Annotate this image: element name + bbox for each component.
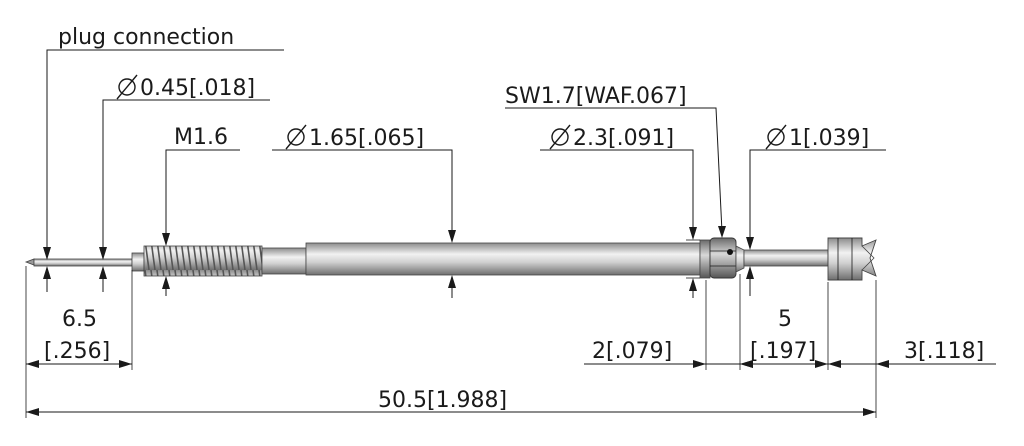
- label-len-65-a: 6.5: [62, 307, 97, 332]
- label-len-2: 2[.079]: [592, 339, 672, 364]
- callout-dia-1: 1[.039]: [746, 124, 886, 296]
- probe-part: [24, 237, 877, 281]
- label-len-65-b: [.256]: [44, 339, 110, 364]
- hex-hole: [727, 249, 733, 255]
- plug-pin: [33, 258, 133, 267]
- dim-5: 5 [.197]: [740, 307, 828, 368]
- callout-dia-23: 2.3[.091]: [540, 124, 700, 298]
- label-len-5-b: [.197]: [750, 339, 816, 364]
- callout-wrench-flat: SW1.7[WAF.067]: [505, 84, 726, 238]
- diameter-symbol: [285, 124, 307, 150]
- thread-section: [143, 245, 263, 277]
- label-len-5-a: 5: [778, 307, 792, 332]
- cone-step: [735, 245, 745, 273]
- diameter-symbol: [116, 74, 138, 100]
- wrench-flat-hex: [709, 237, 737, 279]
- plunger: [743, 249, 829, 267]
- label-thread: M1.6: [174, 125, 228, 150]
- neck: [261, 247, 307, 275]
- extension-lines: [25, 266, 877, 418]
- barrel: [305, 242, 701, 276]
- label-len-total: 50.5[1.988]: [378, 388, 507, 413]
- label-dia-165: 1.65[.065]: [309, 126, 424, 151]
- dim-3: 3[.118]: [828, 339, 996, 368]
- label-dia-23: 2.3[.091]: [573, 126, 674, 151]
- barrel-step: [699, 239, 711, 279]
- needle-tip: [24, 258, 35, 266]
- dim-6-5: 6.5 [.256]: [26, 307, 132, 368]
- diameter-symbol: [765, 124, 787, 150]
- pin-collar: [131, 252, 145, 272]
- callout-thread: M1.6: [162, 125, 240, 296]
- label-plug-connection: plug connection: [58, 25, 234, 50]
- diameter-symbol: [549, 124, 571, 150]
- callout-dia-045: 0.45[.018]: [99, 74, 270, 292]
- dim-total: 50.5[1.988]: [26, 388, 876, 416]
- label-len-3: 3[.118]: [904, 339, 984, 364]
- dim-2: 2[.079]: [584, 339, 753, 368]
- callout-plug-connection: plug connection: [43, 25, 284, 292]
- label-dia-1: 1[.039]: [789, 126, 869, 151]
- label-dia-045: 0.45[.018]: [140, 76, 255, 101]
- callout-dia-165: 1.65[.065]: [272, 124, 456, 298]
- label-wrench-flat: SW1.7[WAF.067]: [505, 84, 687, 109]
